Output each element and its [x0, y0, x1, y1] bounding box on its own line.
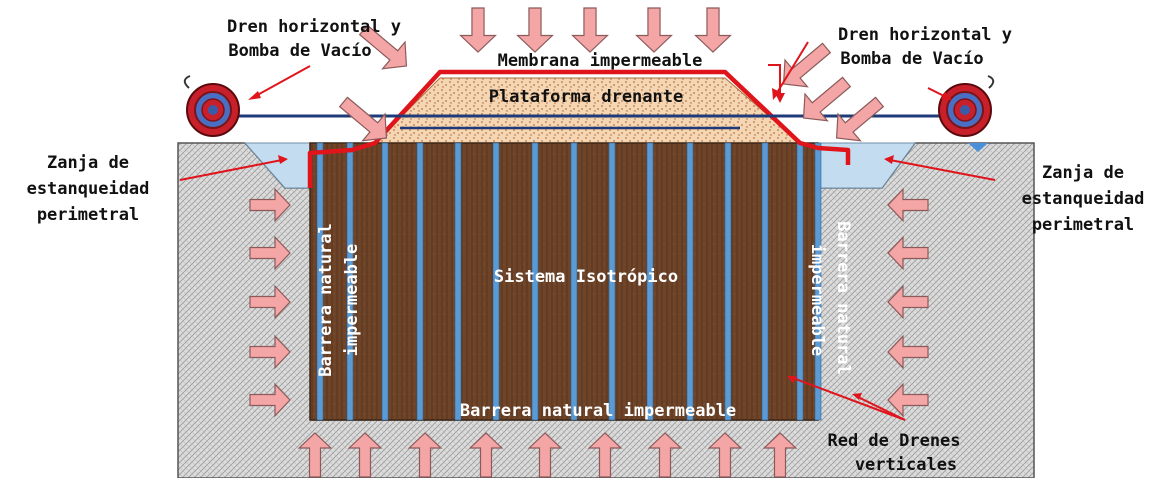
- pressure-arrow: [707, 432, 743, 478]
- pressure-arrow: [635, 7, 673, 53]
- vertical-drain: [346, 142, 354, 421]
- vertical-drain: [454, 142, 462, 421]
- pressure-arrow: [571, 7, 609, 53]
- label-zanja-right-line3: perimetral: [1032, 215, 1134, 235]
- pressure-arrow: [468, 432, 504, 478]
- vertical-drain: [814, 142, 822, 421]
- label-zanja-right-line1: Zanja de: [1042, 163, 1124, 183]
- label-barrera-left-b: impermeable: [342, 244, 362, 357]
- label-dren-left-line1: Dren horizontal y: [227, 17, 401, 37]
- pressure-arrow: [347, 432, 383, 478]
- label-membrana: Membrana impermeable: [498, 51, 703, 71]
- pressure-arrow: [249, 187, 291, 223]
- label-dren-left-line2: Bomba de Vacío: [228, 41, 371, 61]
- label-zanja-left-line1: Zanja de: [47, 153, 129, 173]
- pressure-arrow: [249, 284, 291, 320]
- label-barrera-bottom: Barrera natural impermeable: [460, 401, 736, 421]
- label-barrera-left-a: Barrera natural: [316, 223, 336, 377]
- pressure-arrow: [887, 235, 929, 271]
- pressure-arrow: [516, 7, 554, 53]
- label-barrera-right-a: Barrera natural: [833, 221, 853, 375]
- pressure-arrow: [249, 334, 291, 370]
- vertical-drain: [686, 142, 694, 421]
- isotropic-soil-block: [309, 142, 819, 421]
- pressure-arrow: [297, 432, 333, 478]
- vacuum-pump-right: [938, 75, 995, 152]
- pressure-arrow: [647, 432, 683, 478]
- pressure-arrow: [802, 76, 852, 122]
- vacuum-pump-left: [183, 75, 240, 137]
- pressure-arrow: [249, 235, 291, 271]
- vertical-drain: [531, 142, 539, 421]
- pressure-arrow: [694, 7, 732, 53]
- pressure-arrow: [407, 432, 443, 478]
- vertical-drain: [416, 142, 424, 421]
- pressure-arrow: [338, 96, 388, 142]
- label-plataforma: Plataforma drenante: [489, 87, 683, 107]
- label-dren-right-line2: Bomba de Vacío: [840, 49, 983, 69]
- pressure-arrow: [249, 382, 291, 418]
- horizontal-drain-pipe: [218, 114, 965, 130]
- pressure-arrow: [887, 284, 929, 320]
- vertical-drain: [570, 142, 578, 421]
- impermeable-membrane: [307, 69, 851, 188]
- pressure-arrow: [358, 24, 408, 70]
- label-zanja-left-line2: estanqueidad: [27, 179, 150, 199]
- pressure-arrow: [835, 96, 885, 142]
- vertical-drain: [492, 142, 500, 421]
- vertical-drain: [316, 142, 324, 421]
- pressure-arrow: [459, 7, 497, 53]
- label-red-drenes-line1: Red de Drenes: [827, 431, 960, 451]
- pressure-arrows: [249, 7, 929, 478]
- label-zanja-right-line2: estanqueidad: [1022, 189, 1145, 209]
- vertical-drains: [316, 142, 822, 421]
- label-dren-right-line1: Dren horizontal y: [838, 25, 1012, 45]
- label-sistema-isotropico: Sistema Isotrópico: [494, 267, 678, 287]
- label-zanja-left-line3: perimetral: [37, 205, 139, 225]
- vertical-drain: [608, 142, 616, 421]
- label-barrera-right-b: impermeable: [807, 244, 827, 357]
- vertical-drain: [796, 142, 804, 421]
- vertical-drain: [381, 142, 389, 421]
- pressure-arrow: [887, 382, 929, 418]
- vertical-drain: [761, 142, 769, 421]
- pressure-arrow: [887, 187, 929, 223]
- label-red-drenes-line2: verticales: [855, 455, 957, 475]
- pressure-arrow: [782, 42, 832, 88]
- pressure-arrow: [762, 432, 798, 478]
- vertical-drain: [646, 142, 654, 421]
- pressure-arrow: [887, 334, 929, 370]
- leader-lines: [179, 41, 996, 421]
- pressure-arrow: [587, 432, 623, 478]
- pressure-arrow: [527, 432, 563, 478]
- vertical-drain: [724, 142, 732, 421]
